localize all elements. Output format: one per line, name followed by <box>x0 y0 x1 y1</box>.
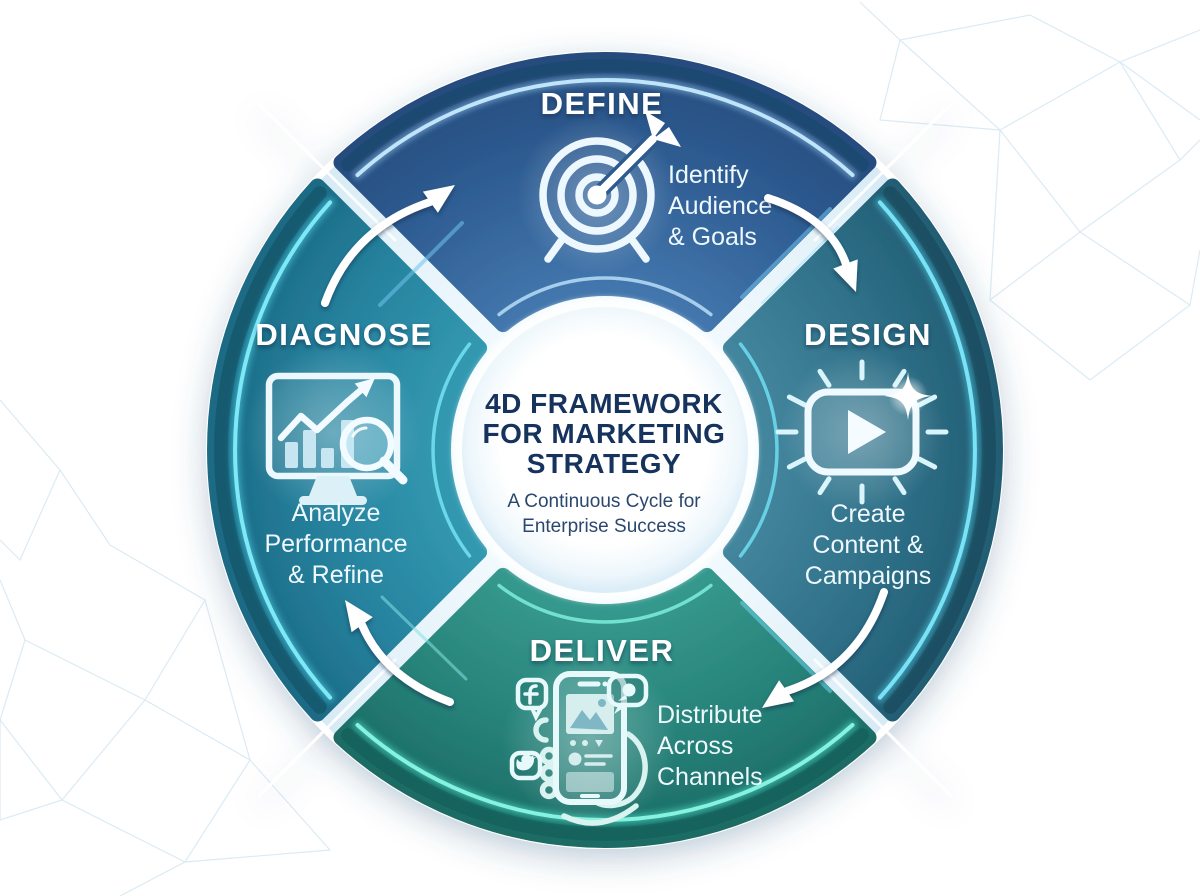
diagnose-section: DIAGNOSE Analyze Performance & Refine <box>245 317 431 589</box>
diagnose-desc-line-2: Performance <box>264 530 407 558</box>
rim-design <box>883 186 996 714</box>
neon-arcs <box>230 75 980 825</box>
cycle-arrows <box>321 185 888 708</box>
outer-rim-bands <box>214 59 996 841</box>
define-section: DEFINE Identify Audience & Goals <box>517 86 772 275</box>
design-desc-line-2: Content & <box>812 531 924 559</box>
define-desc-line-2: Audience <box>668 192 772 220</box>
neon-define <box>355 78 855 177</box>
center-subtitle-line-2: Enterprise Success <box>522 516 686 537</box>
arrow-define-to-design-icon <box>764 194 858 292</box>
arrow-diagnose-to-define-icon <box>321 185 455 307</box>
deliver-desc-line-3: Channels <box>657 763 763 791</box>
glow-streaks <box>378 207 839 693</box>
video-play-icon <box>775 350 949 514</box>
define-desc-line-1: Identify <box>668 161 749 189</box>
neon-diagnose <box>233 200 333 700</box>
phone-social-icon <box>502 652 678 828</box>
target-arrow-icon <box>517 111 681 275</box>
center-text: 4D FRAMEWORK FOR MARKETING STRATEGY A Co… <box>483 388 726 537</box>
define-description: Identify Audience & Goals <box>668 161 772 251</box>
facebook-icon <box>515 677 549 722</box>
define-desc-line-3: & Goals <box>668 223 757 251</box>
analytics-magnifier-icon <box>245 344 421 520</box>
diagnose-description: Analyze Performance & Refine <box>264 499 407 589</box>
center-title-line-1: 4D FRAMEWORK <box>485 388 723 419</box>
deliver-description: Distribute Across Channels <box>657 701 763 791</box>
deliver-section: DELIVER <box>502 633 763 828</box>
rim-diagnose <box>214 186 327 714</box>
design-description: Create Content & Campaigns <box>805 500 931 590</box>
design-desc-line-1: Create <box>830 500 905 528</box>
gap-streaks <box>258 103 952 797</box>
center-subtitle-line-1: A Continuous Cycle for <box>507 491 701 512</box>
neon-design <box>877 200 977 700</box>
design-section: DESIGN <box>775 317 949 590</box>
diagnose-desc-line-1: Analyze <box>292 499 381 527</box>
deliver-desc-line-1: Distribute <box>657 701 763 729</box>
rim-define <box>341 59 869 172</box>
hub-circle <box>462 307 748 593</box>
arrow-deliver-to-diagnose-icon <box>345 600 454 706</box>
diagnose-desc-line-3: & Refine <box>288 561 384 589</box>
inner-neon-arcs <box>431 276 779 624</box>
sparkle-icon <box>884 372 932 420</box>
chat-bubble-icon <box>606 673 649 714</box>
center-hub <box>453 298 757 602</box>
deliver-desc-line-2: Across <box>657 732 733 760</box>
center-title-line-2: FOR MARKETING <box>483 418 726 449</box>
twitter-icon <box>509 750 543 781</box>
design-heading: DESIGN <box>804 317 932 352</box>
arrow-design-to-deliver-icon <box>762 588 888 708</box>
center-title-line-3: STRATEGY <box>527 448 681 479</box>
design-desc-line-3: Campaigns <box>805 562 931 590</box>
rim-deliver <box>341 728 869 841</box>
